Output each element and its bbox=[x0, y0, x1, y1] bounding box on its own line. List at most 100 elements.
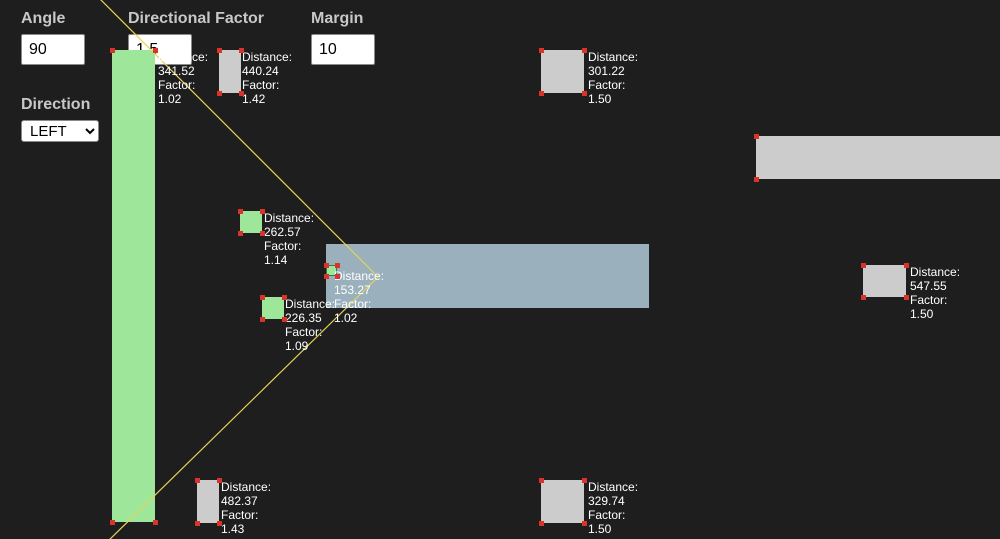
corner-marker bbox=[324, 274, 329, 279]
factor-value: 1.02 bbox=[334, 311, 358, 325]
factor-label: Factor: bbox=[221, 508, 259, 522]
corner-marker bbox=[260, 209, 265, 214]
factor-value: 1.43 bbox=[221, 522, 245, 536]
corner-marker bbox=[238, 231, 243, 236]
source-box[interactable] bbox=[326, 244, 649, 308]
distance-value: 153.27 bbox=[334, 283, 371, 297]
distance-value: 547.55 bbox=[910, 279, 947, 293]
factor-label: Factor: bbox=[264, 239, 302, 253]
angle-input[interactable] bbox=[21, 34, 85, 65]
top-mid-info: Distance: 301.22 Factor: 1.50 bbox=[588, 50, 638, 106]
corner-marker bbox=[539, 521, 544, 526]
corner-marker bbox=[539, 91, 544, 96]
source-info: Distance: 153.27 Factor: 1.02 bbox=[334, 269, 384, 325]
factor-value: 1.50 bbox=[588, 522, 612, 536]
factor-value: 1.09 bbox=[285, 339, 309, 353]
distance-label: Distance: bbox=[264, 211, 315, 225]
small-lower-info: Distance: 226.35 Factor: 1.09 bbox=[285, 297, 335, 353]
corner-marker bbox=[539, 478, 544, 483]
angle-label: Angle bbox=[21, 10, 66, 27]
corner-marker bbox=[282, 295, 287, 300]
corner-marker bbox=[335, 274, 340, 279]
corner-marker bbox=[861, 295, 866, 300]
corner-marker bbox=[260, 231, 265, 236]
corner-marker bbox=[238, 209, 243, 214]
top-mid-box[interactable] bbox=[541, 50, 584, 93]
distance-label: Distance: bbox=[242, 50, 293, 64]
bottom-mid-info: Distance: 329.74 Factor: 1.50 bbox=[588, 480, 638, 536]
factor-label: Factor: bbox=[910, 293, 948, 307]
bottom-mid-box[interactable] bbox=[541, 480, 584, 523]
factor-label: Factor: bbox=[334, 297, 372, 311]
distance-value: 262.57 bbox=[264, 225, 301, 239]
distance-value: 226.35 bbox=[285, 311, 322, 325]
distance-label: Distance: bbox=[910, 265, 961, 279]
corner-marker bbox=[217, 91, 222, 96]
bottom-narrow-box[interactable] bbox=[197, 480, 219, 523]
distance-label: Distance: bbox=[588, 480, 639, 494]
right-small-info: Distance: 547.55 Factor: 1.50 bbox=[910, 265, 960, 321]
factor-label: Factor: bbox=[242, 78, 280, 92]
corner-marker bbox=[324, 263, 329, 268]
distance-label: Distance: bbox=[334, 269, 385, 283]
corner-marker bbox=[754, 177, 759, 182]
corner-marker bbox=[195, 478, 200, 483]
factor-value: 1.02 bbox=[158, 92, 182, 106]
corner-marker bbox=[335, 263, 340, 268]
factor-label: Factor: bbox=[588, 508, 626, 522]
distance-label: Distance: bbox=[158, 50, 209, 64]
factor-label: Factor: bbox=[588, 78, 626, 92]
directional-factor-label: Directional Factor bbox=[128, 10, 265, 27]
right-wide-box[interactable] bbox=[756, 136, 1000, 179]
corner-marker bbox=[260, 295, 265, 300]
corner-marker bbox=[153, 520, 158, 525]
corner-marker bbox=[195, 521, 200, 526]
factor-value: 1.50 bbox=[588, 92, 612, 106]
factor-label: Factor: bbox=[285, 325, 323, 339]
small-upper-box[interactable] bbox=[240, 211, 262, 233]
factor-value: 1.50 bbox=[910, 307, 934, 321]
right-small-box[interactable] bbox=[863, 265, 906, 297]
distance-label: Distance: bbox=[588, 50, 639, 64]
corner-marker bbox=[260, 317, 265, 322]
corner-marker bbox=[217, 48, 222, 53]
corner-marker bbox=[582, 91, 587, 96]
small-upper-info: Distance: 262.57 Factor: 1.14 bbox=[264, 211, 314, 267]
bottom-narrow-info: Distance: 482.37 Factor: 1.43 bbox=[221, 480, 271, 536]
small-lower-box[interactable] bbox=[262, 297, 284, 319]
corner-marker bbox=[110, 48, 115, 53]
corner-marker bbox=[539, 48, 544, 53]
corner-marker bbox=[582, 521, 587, 526]
distance-value: 341.52 bbox=[158, 64, 195, 78]
corner-marker bbox=[282, 317, 287, 322]
corner-marker bbox=[110, 520, 115, 525]
corner-marker bbox=[239, 91, 244, 96]
corner-marker bbox=[217, 521, 222, 526]
distance-label: Distance: bbox=[221, 480, 272, 494]
corner-marker bbox=[582, 48, 587, 53]
corner-marker bbox=[861, 263, 866, 268]
corner-marker bbox=[904, 263, 909, 268]
corner-marker bbox=[754, 134, 759, 139]
top-narrow-info: Distance: 440.24 Factor: 1.42 bbox=[242, 50, 292, 106]
corner-marker bbox=[582, 478, 587, 483]
distance-label: Distance: bbox=[285, 297, 336, 311]
margin-label: Margin bbox=[311, 10, 364, 27]
corner-marker bbox=[239, 48, 244, 53]
factor-label: Factor: bbox=[158, 78, 196, 92]
tall-left-info: Distance: 341.52 Factor: 1.02 bbox=[158, 50, 208, 106]
corner-marker bbox=[153, 48, 158, 53]
margin-input[interactable] bbox=[311, 34, 375, 65]
distance-value: 329.74 bbox=[588, 494, 625, 508]
corner-marker bbox=[217, 478, 222, 483]
top-narrow-box[interactable] bbox=[219, 50, 241, 93]
tall-left-box[interactable] bbox=[112, 50, 155, 522]
factor-value: 1.14 bbox=[264, 253, 288, 267]
distance-value: 301.22 bbox=[588, 64, 625, 78]
distance-value: 482.37 bbox=[221, 494, 258, 508]
direction-label: Direction bbox=[21, 96, 91, 113]
direction-select[interactable]: LEFT bbox=[21, 120, 99, 142]
factor-value: 1.42 bbox=[242, 92, 266, 106]
distance-value: 440.24 bbox=[242, 64, 279, 78]
corner-marker bbox=[904, 295, 909, 300]
